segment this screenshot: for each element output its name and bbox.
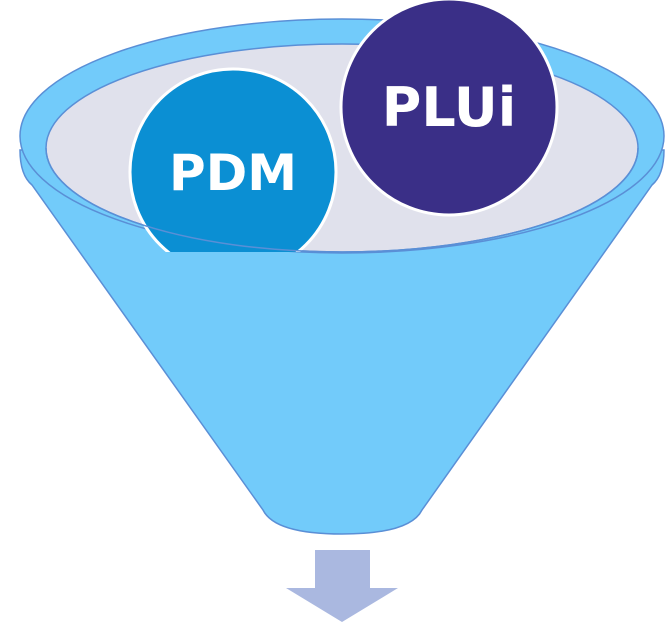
funnel-bowl-edge <box>45 147 639 253</box>
input-pdm-label: PDM <box>169 144 297 202</box>
input-pdm-circle <box>128 67 338 252</box>
input-plui-circle <box>339 0 559 217</box>
input-pdm <box>128 67 338 252</box>
input-plui: PLUi <box>339 0 559 217</box>
arrow-down-icon <box>286 550 398 622</box>
input-plui-label: PLUi <box>382 76 516 139</box>
